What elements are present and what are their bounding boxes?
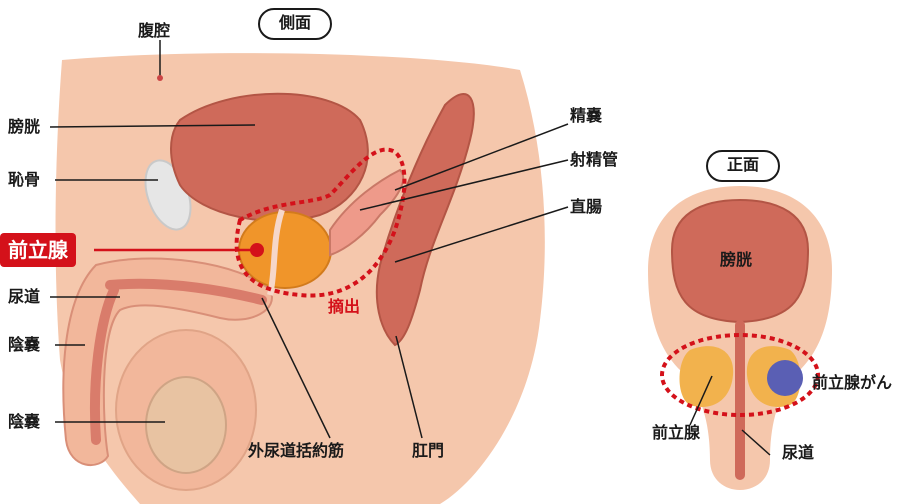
label-seminal-vesicle: 精嚢 (570, 108, 602, 124)
front-label-urethra: 尿道 (782, 445, 814, 461)
label-ejaculatory-duct: 射精管 (570, 152, 618, 168)
front-label-prostate: 前立腺 (652, 425, 700, 441)
side-view-title: 側面 (258, 8, 332, 40)
label-anus: 肛門 (412, 443, 444, 459)
label-abdominal-cavity: 腹腔 (138, 23, 170, 39)
label-pubic-bone: 恥骨 (8, 172, 40, 188)
label-bladder: 膀胱 (8, 119, 40, 135)
label-urethra: 尿道 (8, 289, 40, 305)
label-rectum: 直腸 (570, 199, 602, 215)
label-external-urethral-sphincter: 外尿道括約筋 (248, 443, 344, 459)
front-label-bladder: 膀胱 (720, 252, 752, 268)
label-excision: 摘出 (328, 299, 360, 315)
front-urethra (735, 320, 745, 480)
prostate-cancer-blob (767, 360, 803, 396)
front-view-title: 正面 (706, 150, 780, 182)
label-scrotum: 陰嚢 (8, 414, 40, 430)
label-penis: 陰嚢 (8, 337, 40, 353)
front-label-prostate-cancer: 前立腺がん (812, 375, 892, 391)
bladder-shape (171, 94, 368, 221)
testis (146, 377, 226, 473)
label-prostate-highlight: 前立腺 (0, 233, 76, 267)
